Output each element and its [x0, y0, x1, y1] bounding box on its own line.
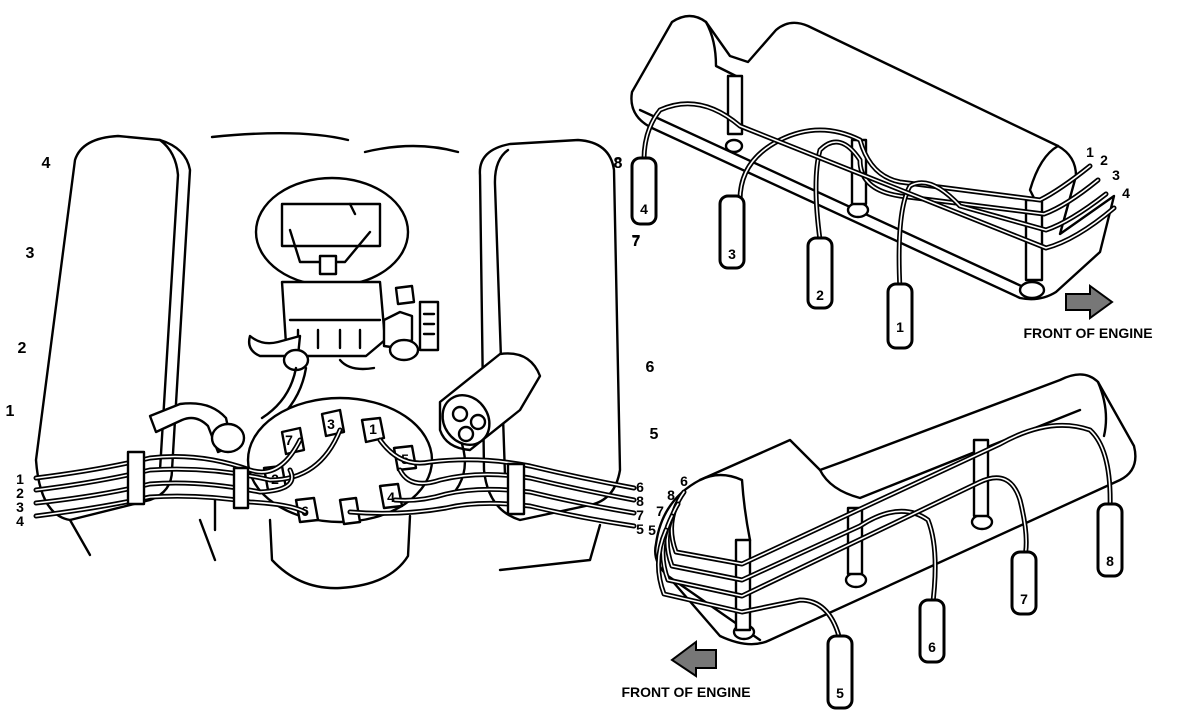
front-arrow-icon — [1065, 284, 1114, 320]
spark-plug-boot — [1010, 550, 1038, 616]
front-of-engine-caption: FRONT OF ENGINE — [621, 684, 750, 700]
cylinder-number: 8 — [614, 155, 623, 172]
wire-number: 4 — [16, 513, 24, 529]
spark-plug-boot — [826, 634, 854, 710]
wire-number: 2 — [16, 485, 24, 501]
spark-plug-boot — [806, 236, 834, 310]
tbi-body — [247, 280, 440, 372]
cylinder-number: 2 — [18, 340, 27, 357]
plug-number: 4 — [640, 201, 648, 217]
left-wire-bundle — [33, 427, 343, 532]
front-arrow-icon — [670, 640, 717, 678]
plug-number: 3 — [728, 246, 736, 262]
spark-plug-boot — [886, 282, 914, 350]
cylinder-number: 6 — [646, 359, 655, 376]
distributor: 7 3 1 2 6 4 5 — [246, 396, 434, 590]
wire-number: 7 — [656, 503, 664, 519]
wire-number: 2 — [1100, 152, 1108, 168]
wire-number: 3 — [1112, 167, 1120, 183]
pcv-elbow — [148, 402, 246, 454]
distributor-number: 7 — [285, 432, 293, 448]
engine-top-view: 7 3 1 2 6 4 5 — [6, 131, 659, 590]
wire-number: 5 — [636, 521, 644, 537]
wire-bracket — [734, 538, 752, 632]
wire-number: 3 — [16, 499, 24, 515]
spark-plug-boot — [1096, 502, 1124, 578]
bolt — [1018, 280, 1046, 300]
top-wire-set — [641, 101, 1117, 293]
plug-number: 8 — [1106, 553, 1114, 569]
cylinder-number: 8 — [614, 155, 622, 172]
plug-number: 2 — [816, 287, 824, 303]
wire-number: 4 — [1122, 185, 1130, 201]
throttle-body-inset — [254, 176, 410, 288]
wire-number: 5 — [648, 522, 656, 538]
plug-number: 1 — [896, 319, 904, 335]
distributor-number: 1 — [369, 421, 377, 437]
bolt — [724, 138, 744, 154]
plug-number: 6 — [928, 639, 936, 655]
wire-number: 6 — [680, 473, 688, 489]
front-of-engine-caption: FRONT OF ENGINE — [1023, 325, 1152, 341]
spark-plug-boot — [918, 598, 946, 664]
cylinder-number: 3 — [26, 245, 35, 262]
wire-number: 8 — [667, 487, 675, 503]
right-valve-cover — [478, 138, 622, 572]
plug-number: 7 — [1020, 591, 1028, 607]
left-bank-valve-cover-view: 4 3 2 1 8 7 1 2 3 4 FRONT OF ENGINE — [614, 14, 1153, 350]
cylinder-number: 5 — [650, 426, 659, 443]
wire-number: 6 — [636, 479, 644, 495]
wire-number: 1 — [16, 471, 24, 487]
bottom-wire-set — [655, 422, 1113, 643]
wire-number: 7 — [636, 507, 644, 523]
cylinder-number: 4 — [42, 155, 51, 172]
vacuum-hose — [260, 366, 298, 420]
cylinder-number: 1 — [6, 403, 15, 420]
cylinder-number: 7 — [632, 233, 640, 250]
distributor-number: 4 — [387, 489, 395, 505]
cylinder-number: 7 — [632, 233, 641, 250]
distributor-number: 3 — [327, 416, 335, 432]
wire-number: 8 — [636, 493, 644, 509]
ignition-coil — [438, 352, 542, 492]
plug-number: 5 — [836, 685, 844, 701]
right-wire-bundle — [347, 437, 637, 529]
spark-plug-boot — [630, 156, 658, 226]
right-bank-valve-cover-view: 5 6 7 8 6 8 7 5 FRONT OF ENGINE — [621, 373, 1137, 710]
wire-number: 1 — [1086, 144, 1094, 160]
spark-plug-boot — [718, 194, 746, 270]
